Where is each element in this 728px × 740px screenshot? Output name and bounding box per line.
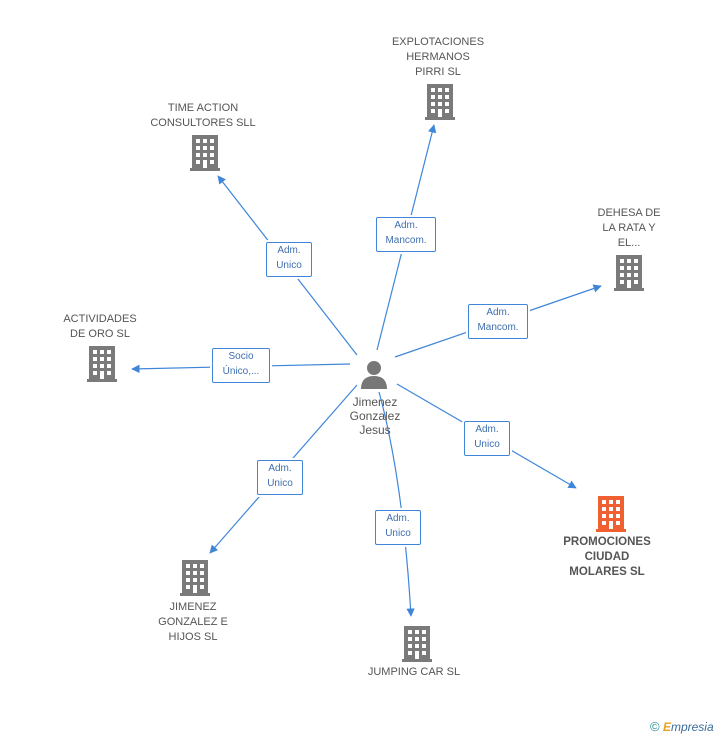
person-icon (361, 361, 387, 389)
building-icon[interactable] (425, 84, 455, 120)
company-label-actividades[interactable]: ACTIVIDADES DE ORO SL (63, 313, 137, 340)
role-badge-jumping[interactable]: Adm. Unico (375, 510, 421, 545)
brand-logo: Empresia (662, 720, 714, 734)
building-icon[interactable] (190, 135, 220, 171)
building-icon[interactable] (402, 626, 432, 662)
person-name[interactable]: Jimenez Gonzalez Jesus (349, 395, 401, 437)
building-icon[interactable] (614, 255, 644, 291)
role-badge-promociones[interactable]: Adm. Unico (464, 421, 510, 456)
role-badge-time-action[interactable]: Adm. Unico (266, 242, 312, 277)
copyright-symbol: © (650, 719, 660, 734)
role-badge-actividades[interactable]: Socio Único,... (212, 348, 270, 383)
role-badge-dehesa[interactable]: Adm. Mancom. (468, 304, 528, 339)
building-icon[interactable] (180, 560, 210, 596)
company-label-promociones[interactable]: PROMOCIONES CIUDAD MOLARES SL (563, 536, 651, 578)
person-node[interactable] (356, 358, 392, 390)
company-label-jimenez-hijos[interactable]: JIMENEZ GONZALEZ E HIJOS SL (158, 601, 228, 643)
company-label-jumping[interactable]: JUMPING CAR SL (367, 666, 461, 678)
role-badge-jimenez-hijos[interactable]: Adm. Unico (257, 460, 303, 495)
building-icon-focus[interactable] (596, 496, 626, 532)
building-icon[interactable] (87, 346, 117, 382)
company-label-dehesa[interactable]: DEHESA DE LA RATA Y EL... (597, 207, 661, 249)
footer-brand[interactable]: © Empresia (650, 719, 714, 734)
company-label-time-action[interactable]: TIME ACTION CONSULTORES SLL (150, 102, 256, 129)
edge-jumping (378, 391, 415, 617)
role-badge-explotaciones[interactable]: Adm. Mancom. (376, 217, 436, 252)
company-label-explotaciones[interactable]: EXPLOTACIONES HERMANOS PIRRI SL (391, 36, 485, 78)
